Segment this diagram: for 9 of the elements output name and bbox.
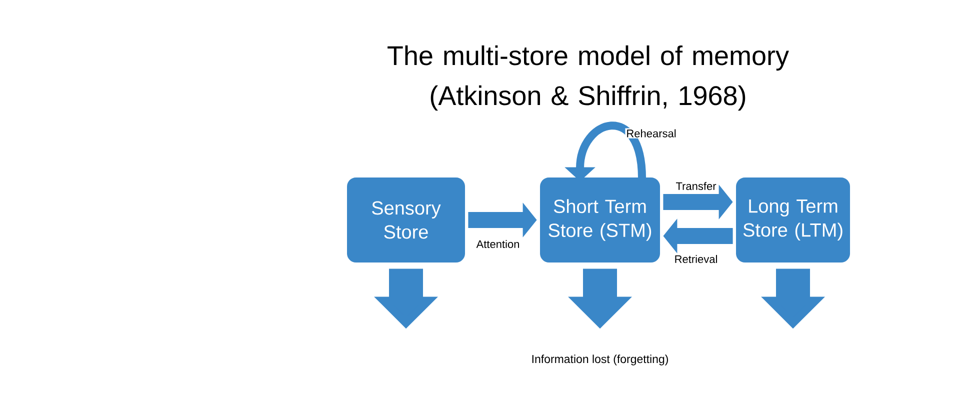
- edge-label: Rehearsal: [625, 128, 678, 138]
- edge-label: Transfer: [674, 180, 718, 192]
- store-box: Short Term Store (STM): [540, 178, 660, 262]
- store-box: Sensory Store: [347, 178, 465, 262]
- store-box: Long Term Store (LTM): [736, 178, 850, 262]
- edge-label: Retrieval: [673, 254, 719, 264]
- title: The multi-store model of memory (Atkinson & Shiffrin, 1968): [388, 45, 789, 111]
- edge-label: Attention: [475, 238, 521, 250]
- note: Information lost (forgetting): [532, 354, 668, 366]
